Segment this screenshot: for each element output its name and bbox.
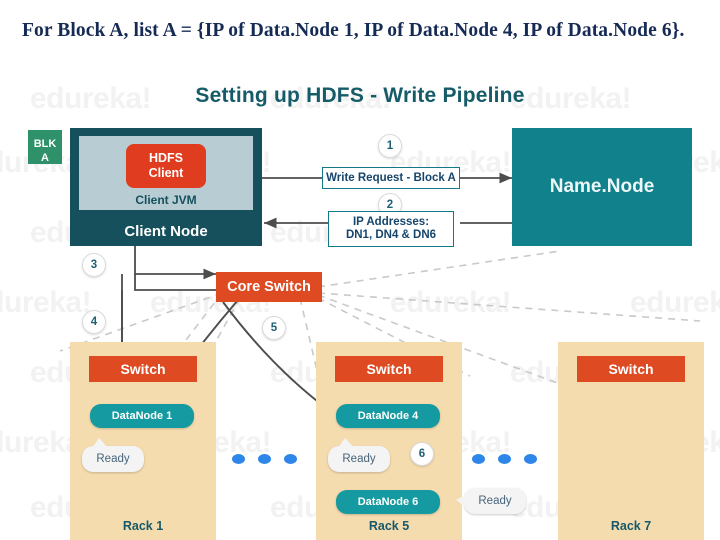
- ellipsis-dot: [258, 454, 271, 464]
- datanode-1-status: Ready: [96, 453, 130, 465]
- ellipsis-dot: [232, 454, 245, 464]
- rack-5-switch[interactable]: Switch: [335, 356, 443, 382]
- step-badge-5: 5: [262, 316, 286, 340]
- rack-5-switch-label: Switch: [366, 361, 412, 377]
- watermark: edureka!: [0, 286, 92, 319]
- client-jvm-panel: HDFS Client Client JVM: [79, 136, 253, 210]
- rack-7-label: Rack 7: [610, 519, 652, 533]
- rack-5-label: Rack 5: [368, 519, 410, 533]
- namenode-box[interactable]: Name.Node: [512, 128, 692, 246]
- client-node-label: Client Node: [124, 223, 208, 240]
- step-badge-4: 4: [82, 310, 106, 334]
- watermark: edureka!: [630, 286, 720, 319]
- datanode-4-label: DataNode 4: [357, 410, 419, 422]
- slide-caption: For Block A, list A = {IP of Data.Node 1…: [22, 20, 685, 41]
- datanode-1-label: DataNode 1: [111, 410, 173, 422]
- ip-addresses-line1: IP Addresses:: [352, 216, 430, 228]
- client-node[interactable]: HDFS Client Client JVM Client Node: [70, 128, 262, 246]
- watermark: edureka!: [30, 82, 152, 115]
- watermark: edureka!: [390, 286, 512, 319]
- rack-7-switch[interactable]: Switch: [577, 356, 685, 382]
- core-switch[interactable]: Core Switch: [216, 272, 322, 302]
- ip-addresses-message: IP Addresses: DN1, DN4 & DN6: [328, 211, 454, 247]
- rack-1-switch[interactable]: Switch: [89, 356, 197, 382]
- watermark: edureka!: [270, 82, 392, 115]
- hdfs-client-label-line2: Client: [148, 166, 184, 180]
- namenode-label: Name.Node: [549, 176, 655, 197]
- write-request-message: Write Request - Block A: [322, 167, 460, 189]
- watermark: edureka!: [510, 82, 632, 115]
- datanode-4[interactable]: DataNode 4: [336, 404, 440, 428]
- hdfs-client-box[interactable]: HDFS Client: [126, 144, 206, 188]
- ellipsis-dot: [472, 454, 485, 464]
- rack-1-switch-label: Switch: [120, 361, 166, 377]
- hdfs-client-label-line1: HDFS: [148, 151, 184, 165]
- datanode-4-status-bubble: Ready: [328, 438, 390, 472]
- ellipsis-dot: [498, 454, 511, 464]
- page-title: Setting up HDFS - Write Pipeline: [195, 84, 525, 107]
- client-jvm-label: Client JVM: [135, 193, 197, 207]
- step-badge-1: 1: [378, 134, 402, 158]
- datanode-4-status: Ready: [342, 453, 376, 465]
- step-badge-3: 3: [82, 253, 106, 277]
- slide-canvas: edureka! edureka! edureka! edureka! edur…: [0, 76, 720, 540]
- datanode-1[interactable]: DataNode 1: [90, 404, 194, 428]
- rack-1-label: Rack 1: [122, 519, 164, 533]
- datanode-6-label: DataNode 6: [357, 496, 419, 508]
- block-badge: BLK A: [28, 130, 62, 164]
- ip-addresses-line2: DN1, DN4 & DN6: [345, 229, 437, 241]
- datanode-6-status: Ready: [478, 495, 512, 507]
- ellipsis-dot: [284, 454, 297, 464]
- rack-5: Switch DataNode 4 Ready 6 DataNode 6 Rac…: [316, 342, 462, 540]
- step-badge-6: 6: [410, 442, 434, 466]
- core-switch-label: Core Switch: [227, 279, 311, 295]
- block-badge-line2: A: [41, 152, 49, 164]
- datanode-6[interactable]: DataNode 6: [336, 490, 440, 514]
- block-badge-line1: BLK: [33, 138, 57, 150]
- rack-7: Switch Rack 7: [558, 342, 704, 540]
- ellipsis-dot: [524, 454, 537, 464]
- datanode-1-status-bubble: Ready: [82, 438, 144, 472]
- rack-1: Switch DataNode 1 Ready Rack 1: [70, 342, 216, 540]
- datanode-6-status-bubble: Ready: [456, 488, 526, 514]
- write-request-label: Write Request - Block A: [326, 171, 456, 184]
- rack-7-switch-label: Switch: [608, 361, 654, 377]
